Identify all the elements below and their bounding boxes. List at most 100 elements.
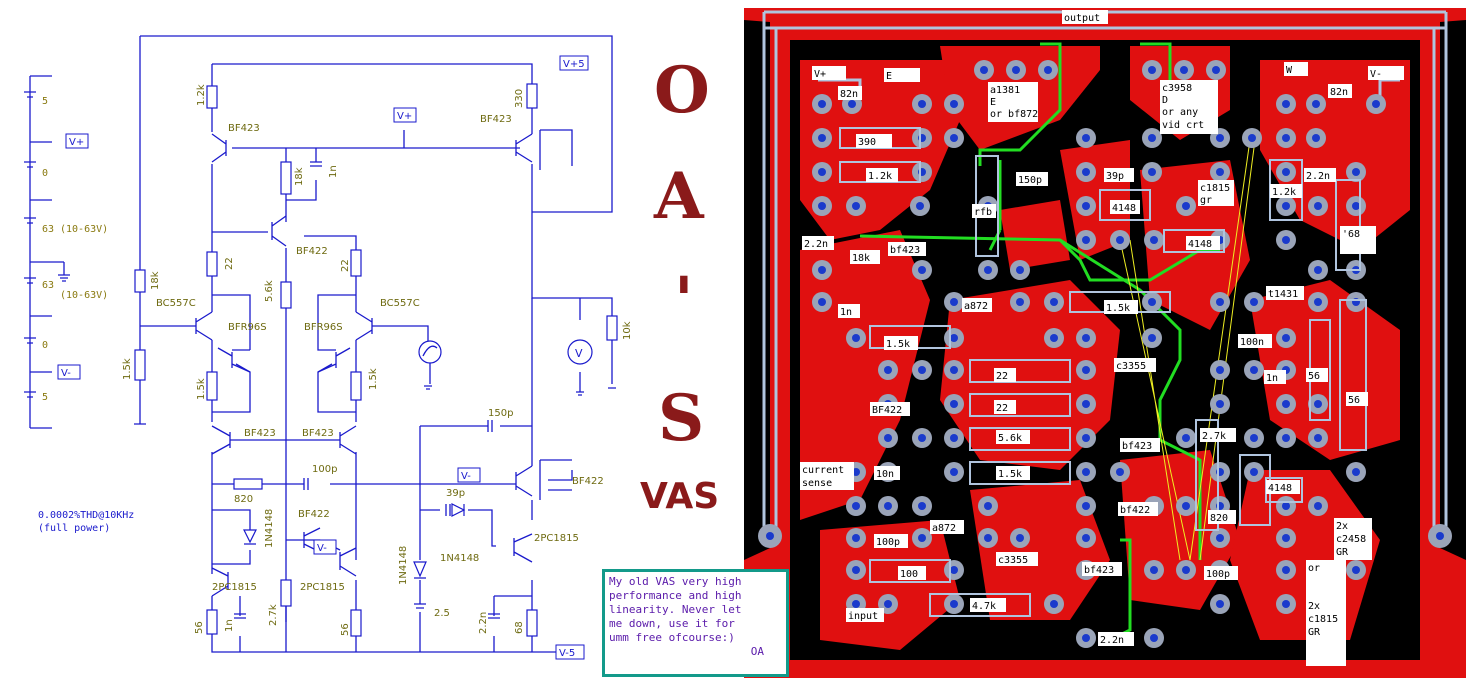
title: O A ' S VAS [640,53,719,517]
supply-vplus-label: V+ [69,137,84,148]
pcb-lbl-vminus: V- [1370,69,1382,80]
pcb-lbl-1k2-b: 1.2k [1272,187,1296,198]
supply-v4: 63 [42,280,54,291]
pcb-lbl-1k5-c: 1.5k [998,469,1022,480]
rail-vplus: V+ [397,111,412,122]
q12-label: 2PC1815 [212,582,257,593]
pcb-lbl-c2458: c2458 [1336,534,1366,545]
pcb-lbl-bf423-a: bf423 [890,245,920,256]
author-comment-box: My old VAS very high performance and hig… [602,569,789,677]
supply-column: 5 0 63 (10-63V) 63 (10-63V) 0 5 V+ V- [24,75,108,429]
r-56-mid-label: 56 [340,623,351,636]
pcb-lbl-4k7: 4.7k [972,601,996,612]
supply-v6: 5 [42,392,48,403]
pcb-lbl-150p: 150p [1018,175,1042,186]
supply-v2: 0 [42,168,48,179]
q3-label: BF422 [296,246,328,257]
rail-vminus5-box [555,644,585,660]
title-apostrophe: ' [674,263,694,338]
pcb-lbl-c3958: c3958 [1162,83,1192,94]
r-1k2-label: 1.2k [196,84,207,106]
pcb-lbl-1n-a: 1n [840,307,852,318]
pcb-lbl-c1815-b: c1815 [1308,614,1338,625]
pcb-lbl-2x-b: 2x [1308,601,1320,612]
rail-vminus: V- [461,471,471,482]
title-o: O [654,53,710,128]
pcb-lbl-82n-a: 82n [840,89,858,100]
pcb-lbl-bf422-b: bf422 [1120,505,1150,516]
r-22-right-label: 22 [340,259,351,272]
pcb-lbl-2x-a: 2x [1336,521,1348,532]
r-5k6-label: 5.6k [264,280,275,302]
pcb-lbl-e: E [886,71,892,82]
pcb-lbl-t1431: t1431 [1268,289,1298,300]
c-150p-label: 150p [488,408,513,419]
pcb-lbl-gr-b: GR [1308,627,1321,638]
r-10k-label: 10k [622,321,633,340]
thd-note-2: (full power) [38,523,110,534]
bat-2v5-label: 2.5 [434,608,450,619]
pcb-lbl-56-a: 56 [1308,371,1320,382]
q5-label: BFR96S [228,322,267,333]
rail-vminus-b-box [313,539,337,555]
q9-label: BF423 [302,428,334,439]
voltmeter-glyph: V [575,347,583,360]
thd-note: 0.0002%THD@10KHz [38,510,134,521]
pcb-lbl-1k5-b: 1.5k [886,339,910,350]
pcb-lbl-a872-a: a872 [964,301,988,312]
q6-label: BFR96S [304,322,343,333]
pcb-lbl-c1815: c1815 [1200,183,1230,194]
c-1n-top-label: 1n [328,165,339,178]
pcb-lbl-4148-b: 4148 [1188,239,1212,250]
pcb-lbl-vid-crt: vid crt [1162,120,1204,131]
schematic: V V+5 V+ V- V- V-5 BF423 BF423 BF422 BC5… [38,35,633,660]
q13-label: 2PC1815 [300,582,345,593]
r-2k7-label: 2.7k [268,604,279,626]
pcb-lbl-or-bf872: or bf872 [990,109,1038,120]
pcb-lbl-2n2-b: 2.2n [804,239,828,250]
pcb-lbl-a872-b: a872 [932,523,956,534]
rail-vminus-box [457,467,481,483]
supply-vminus-box [57,364,81,380]
pcb-lbl-68: '68 [1342,229,1360,240]
pcb-lbl-2n2-c: 2.2n [1100,635,1124,646]
pcb-lbl-82n-b: 82n [1330,87,1348,98]
r-1k5-mid-label: 1.5k [196,378,207,400]
pcb-lbl-current: current [802,465,844,476]
pcb-lbl-input: input [848,611,878,622]
pcb-lbl-22-a: 22 [996,371,1008,382]
q1-label: BF423 [228,123,260,134]
pcb-lbl-4148-c: 4148 [1268,483,1292,494]
r-56-left-label: 56 [194,621,205,634]
pcb-lbl-820: 820 [1210,513,1228,524]
rail-vplus5: V+5 [563,59,585,70]
r-18k-left-label: 18k [150,271,161,290]
d-1n4148-c-label: 1N4148 [398,546,409,585]
supply-vplus-box [65,133,89,149]
supply-vminus-label: V- [61,368,71,379]
title-s: S [658,381,704,456]
pcb-pads [758,60,1452,648]
supply-v1: 5 [42,96,48,107]
supply-range-1: (10-63V) [60,224,108,235]
q14-label: 2PC1815 [534,533,579,544]
pcb-lbl-100n: 100n [1240,337,1264,348]
q2-label: BF423 [480,114,512,125]
pcb-lbl-390: 390 [858,137,876,148]
pcb-lbl-5k6: 5.6k [998,433,1022,444]
c-39p-label: 39p [446,488,465,499]
pcb-lbl-w: W [1286,65,1293,76]
pcb-lbl-39p: 39p [1106,171,1124,182]
rail-vplus-box [393,107,417,123]
pcb-lbl-rfb: rfb [974,207,992,218]
pcb-lbl-10n: 10n [876,469,894,480]
pcb-lbl-2k7: 2.7k [1202,431,1226,442]
pcb-lbl-1k2-a: 1.2k [868,171,892,182]
pcb-lbl-100p-b: 100p [1206,569,1230,580]
rail-vminus5: V-5 [559,648,575,659]
pcb-lbl-18k: 18k [852,253,870,264]
supply-v5: 0 [42,340,48,351]
pcb-lbl-100p-a: 100p [876,537,900,548]
